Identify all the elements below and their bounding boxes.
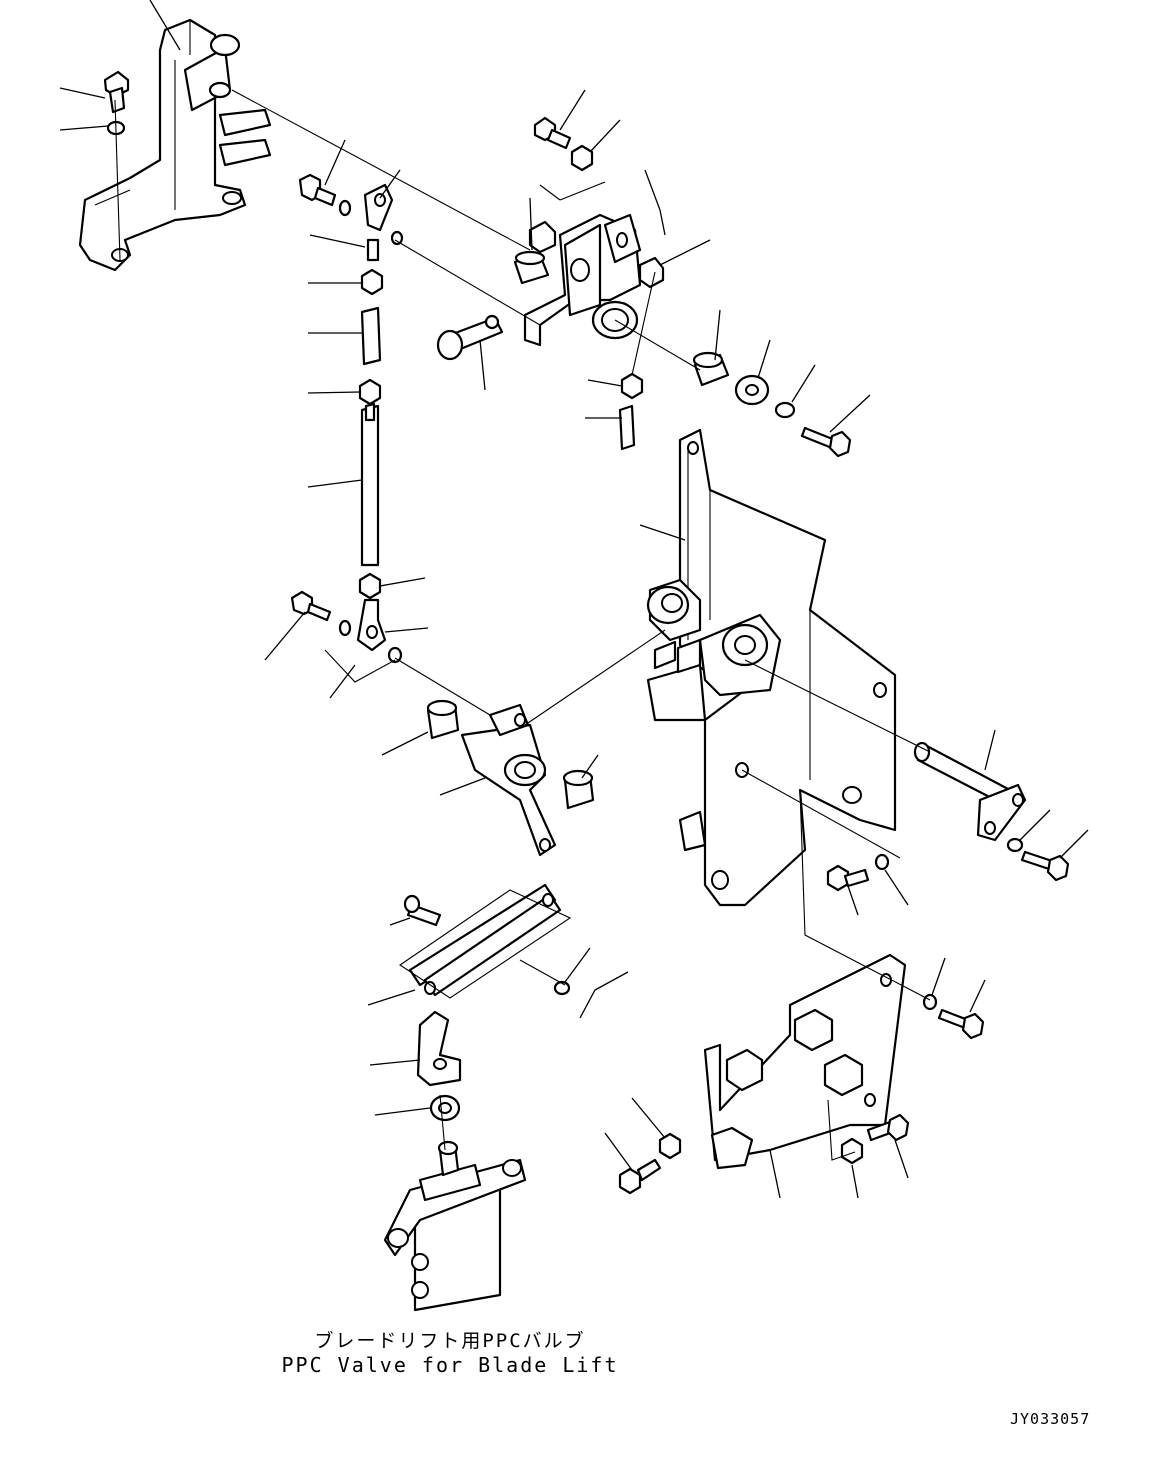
lever-arm xyxy=(460,703,557,857)
bolt-right-mid xyxy=(1020,850,1070,882)
ppc-valve xyxy=(383,1140,527,1312)
nut-top xyxy=(570,144,594,172)
washer-small-right xyxy=(774,401,796,419)
link-plates xyxy=(408,883,562,997)
bolt-lower-center xyxy=(826,864,870,892)
rod-end-lower xyxy=(290,590,403,664)
long-pin xyxy=(913,741,1027,842)
main-bracket xyxy=(646,428,897,907)
lower-right-bracket xyxy=(703,953,907,1170)
nut-lower-right-a xyxy=(658,1132,682,1160)
bushing-lever-left xyxy=(426,699,460,740)
small-bracket xyxy=(416,1010,462,1087)
drawing-id: JY033057 xyxy=(1010,1410,1091,1428)
bolt-center xyxy=(618,404,636,451)
nut-lower xyxy=(358,572,382,600)
bolt-right-upper xyxy=(800,426,852,458)
turnbuckle xyxy=(360,306,382,366)
bolt-lower-left xyxy=(618,1158,662,1195)
assembly-lines xyxy=(114,89,931,1161)
leader-lines xyxy=(59,0,1089,1199)
bolt-top-left xyxy=(103,70,130,114)
nut-large xyxy=(429,1094,461,1122)
clevis-pin xyxy=(436,314,504,361)
bolt-small-top xyxy=(533,116,572,150)
nut-center xyxy=(620,372,644,400)
washer-link xyxy=(553,980,571,996)
bushing-right xyxy=(692,351,730,387)
clevis-bracket xyxy=(523,213,665,347)
rod-long xyxy=(360,404,380,567)
washer-lower-right xyxy=(922,993,938,1011)
rod-end-upper xyxy=(298,173,404,262)
nut-middle xyxy=(358,378,382,406)
bushing-lever-right xyxy=(562,769,595,810)
nut-upper xyxy=(360,268,384,296)
top-left-bracket xyxy=(78,18,272,272)
nut-lower-right-b xyxy=(840,1137,864,1165)
caption-japanese: ブレードリフト用PPCバルブ xyxy=(314,1330,586,1352)
washer-lower-center xyxy=(874,853,890,871)
link-pin xyxy=(403,894,442,927)
bolt-lower-right-b xyxy=(866,1113,910,1142)
bushing-upper xyxy=(513,250,550,285)
bolt-lower-right xyxy=(937,1008,985,1040)
washer-right-mid xyxy=(1006,837,1024,853)
caption-english: PPC Valve for Blade Lift xyxy=(281,1353,619,1377)
